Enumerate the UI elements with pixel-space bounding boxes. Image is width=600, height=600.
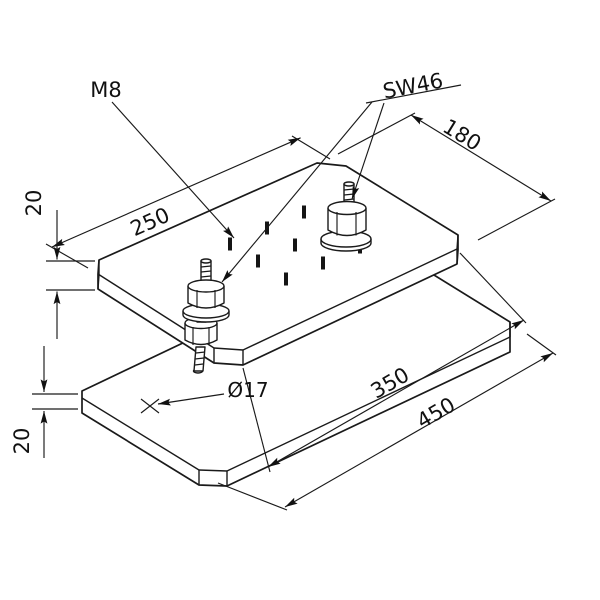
sw46-label: SW46: [381, 68, 445, 103]
dia17-label: Ø17: [227, 378, 268, 402]
bolt-left-stud-tip-top: [200, 258, 212, 264]
bolt-right: [320, 181, 372, 252]
callout-m8: M8: [90, 78, 235, 239]
hole-center-mark: [140, 398, 160, 414]
bolt-right-stud-tip: [343, 181, 355, 187]
bolt-left: [182, 258, 230, 374]
dim-180-label: 180: [439, 114, 486, 155]
dimension-lines: 250 180 350 450 20: [10, 68, 557, 511]
callout-dia17: Ø17: [140, 378, 269, 414]
dim-20-top-label: 20: [22, 190, 46, 217]
dim-450-label: 450: [413, 393, 460, 434]
callout-sw46: SW46: [221, 68, 462, 283]
dim-20-bottom: 20: [10, 346, 78, 458]
dim-20-top: 20: [22, 190, 95, 339]
m8-label: M8: [90, 78, 121, 102]
dim-20-bottom-label: 20: [10, 428, 34, 455]
